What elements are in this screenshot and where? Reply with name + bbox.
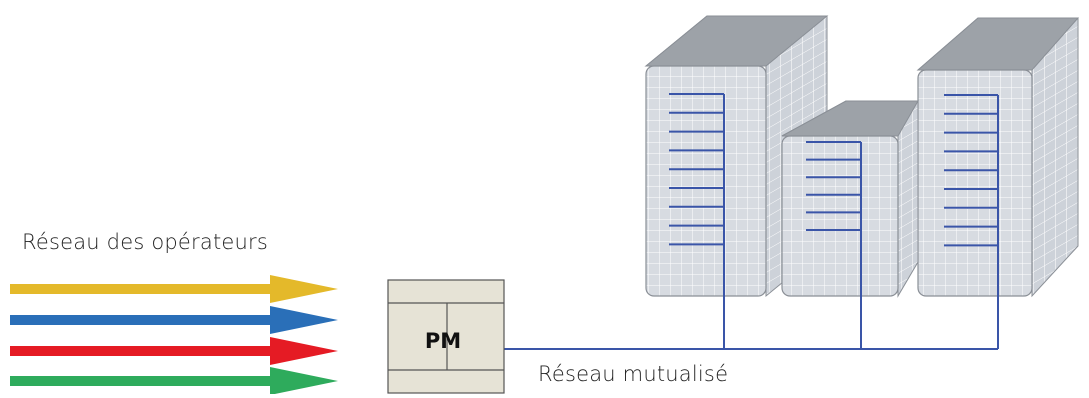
- building-front: [781, 135, 899, 297]
- operator-arrow-shaft: [10, 376, 280, 386]
- operator-arrow-head: [270, 367, 338, 395]
- operator-arrow-head: [270, 275, 338, 303]
- operator-arrow-shaft: [10, 284, 280, 294]
- floors-right-tower: [944, 94, 998, 247]
- buildings: [644, 15, 1080, 298]
- operator-arrow-shaft: [10, 346, 280, 356]
- floors-middle-block: [806, 141, 861, 231]
- building-front: [917, 69, 1033, 297]
- building-front: [645, 65, 767, 297]
- operator-arrow-shaft: [10, 315, 280, 325]
- operator-arrows: [10, 275, 338, 395]
- pm-cabinet: PM: [387, 279, 505, 394]
- pm-label: PM: [425, 329, 461, 353]
- operators-network-label: Réseau des opérateurs: [22, 230, 268, 254]
- shared-network-cabling: [504, 93, 999, 350]
- shared-network-label: Réseau mutualisé: [538, 362, 729, 386]
- floors-left-tower: [669, 93, 724, 246]
- pm-body: [387, 279, 505, 394]
- operator-arrow-head: [270, 306, 338, 334]
- operator-arrow-head: [270, 337, 338, 365]
- building-middle-block: [781, 100, 919, 298]
